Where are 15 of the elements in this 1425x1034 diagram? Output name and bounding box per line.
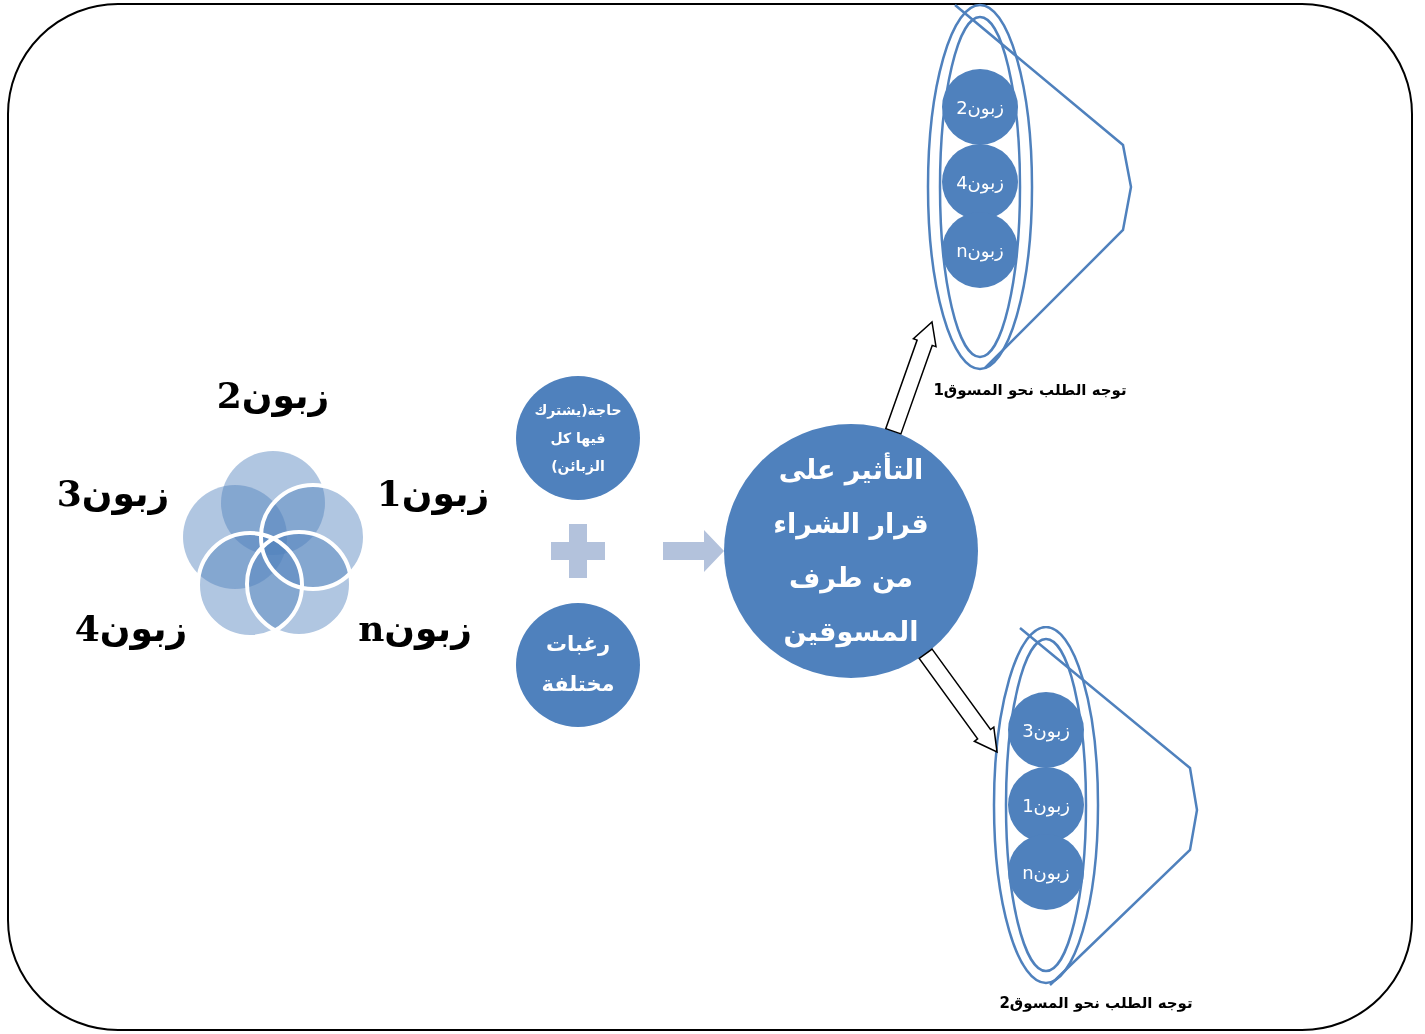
block-arrow [918,648,998,754]
funnel-caption: توجه الطلب نحو المسوق2 [999,994,1193,1012]
customer-label: زبون2 [216,374,330,416]
block-arrow [884,320,937,435]
customer-label: زبونn [358,607,472,649]
idea-circle: رغبات مختلفة [516,603,640,727]
customer-label: زبون1 [376,472,490,514]
block-arrow [663,530,724,572]
customer-circle: زبون2 [942,69,1018,145]
customer-label: زبون4 [74,607,188,649]
customer-label: زبون3 [56,472,170,514]
customer-circle: زبون3 [1008,692,1084,768]
idea-circle: حاجة(يشترك فيها كل الزبائن) [516,376,640,500]
funnel-caption: توجه الطلب نحو المسوق1 [933,381,1127,399]
decision-circle: التأثير على قرار الشراء من طرف المسوقين [724,424,978,678]
